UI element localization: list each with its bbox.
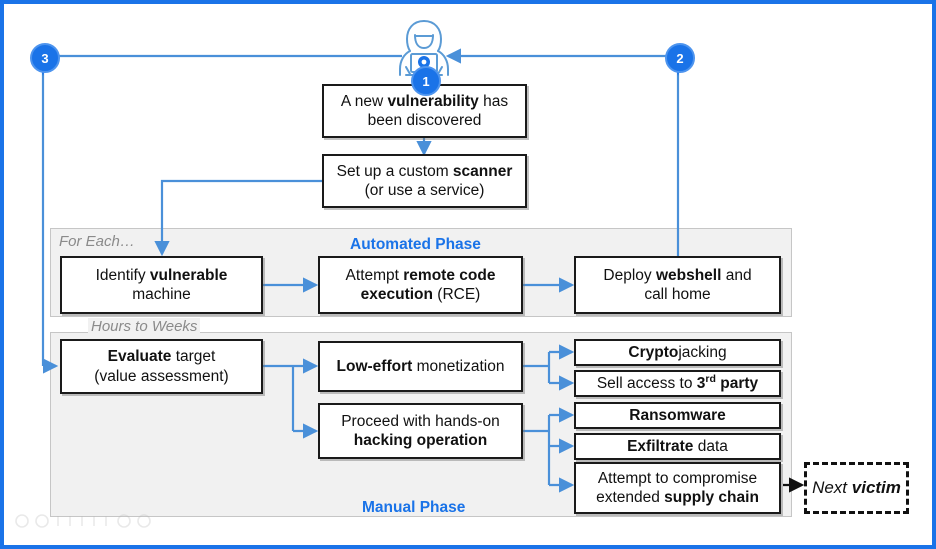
exfil-bold: Exfiltrate [627, 437, 694, 455]
handson-line1: Proceed with hands-on [341, 412, 500, 430]
watermark-graphic [12, 508, 162, 539]
marker-1[interactable]: 1 [411, 66, 441, 96]
crypto-rest: jacking [678, 343, 727, 361]
rce-line1-pre: Attempt [345, 266, 404, 284]
scanner-line1-bold: scanner [452, 162, 513, 180]
handson-line2: hacking operation [353, 432, 488, 449]
supply-line1: Attempt to compromise [597, 469, 758, 487]
identify-line2: machine [132, 286, 191, 303]
webshell-line2: call home [644, 286, 711, 303]
next-victim-box[interactable]: Next victim [804, 462, 909, 514]
for-each-note: For Each… [56, 233, 138, 250]
manual-phase-label: Manual Phase [362, 499, 466, 516]
supply-line2-bold: supply chain [664, 489, 759, 506]
scanner-line2: (or use a service) [364, 182, 485, 199]
lowEffort-post: monetization [412, 357, 505, 375]
vuln-line1-post: has [478, 92, 509, 110]
vuln-line2: been discovered [367, 112, 482, 129]
sell-post: party [715, 375, 759, 393]
supply-line2-pre: extended [596, 489, 665, 506]
nextvictim-bold: victim [851, 478, 901, 497]
webshell-line1-post: and [721, 266, 752, 284]
crypto-bold: Crypto [628, 343, 679, 361]
hours-to-weeks-note: Hours to Weeks [88, 318, 201, 335]
identify-line1-pre: Identify [95, 266, 150, 284]
evaluate-line1-post: target [171, 348, 216, 366]
sell-access-box[interactable]: Sell access to 3rd party [574, 370, 781, 397]
custom-scanner-box[interactable]: Set up a custom scanner (or use a servic… [322, 154, 527, 208]
rce-line2-post: (RCE) [432, 286, 481, 303]
deploy-webshell-box[interactable]: Deploy webshell and call home [574, 256, 781, 314]
supply-chain-box[interactable]: Attempt to compromise extended supply ch… [574, 462, 781, 514]
sell-bold: 3 [696, 375, 706, 393]
evaluate-line2: (value assessment) [94, 367, 229, 385]
nextvictim-pre: Next [812, 478, 852, 497]
marker-2[interactable]: 2 [665, 43, 695, 73]
scanner-line1-pre: Set up a custom [336, 162, 453, 180]
evaluate-line1-bold: Evaluate [107, 348, 172, 366]
attempt-rce-box[interactable]: Attempt remote code execution (RCE) [318, 256, 523, 314]
rce-line2-bold: execution [360, 286, 433, 303]
ransomware-box[interactable]: Ransomware [574, 402, 781, 429]
rce-line1-bold: remote code [403, 266, 496, 284]
automated-phase-label: Automated Phase [350, 236, 481, 253]
hands-on-hacking-box[interactable]: Proceed with hands-on hacking operation [318, 403, 523, 459]
exfiltrate-data-box[interactable]: Exfiltrate data [574, 433, 781, 460]
sell-pre: Sell access to [596, 375, 697, 393]
vuln-line1-bold: vulnerability [387, 92, 479, 110]
evaluate-target-box[interactable]: Evaluate target (value assessment) [60, 339, 263, 394]
sell-sup: rd [705, 373, 716, 386]
cryptojacking-box[interactable]: Cryptojacking [574, 339, 781, 366]
identify-vulnerable-machine-box[interactable]: Identify vulnerable machine [60, 256, 263, 314]
lowEffort-bold: Low-effort [336, 357, 413, 375]
low-effort-monetization-box[interactable]: Low-effort monetization [318, 341, 523, 392]
marker-3[interactable]: 3 [30, 43, 60, 73]
ransomware-bold: Ransomware [629, 406, 726, 424]
vuln-line1-pre: A new [340, 92, 388, 110]
webshell-line1-pre: Deploy [603, 266, 656, 284]
webshell-line1-bold: webshell [655, 266, 722, 284]
identify-line1-bold: vulnerable [149, 266, 228, 284]
vulnerability-discovered-box[interactable]: A new vulnerability has been discovered [322, 84, 527, 138]
exfil-rest: data [693, 437, 728, 455]
